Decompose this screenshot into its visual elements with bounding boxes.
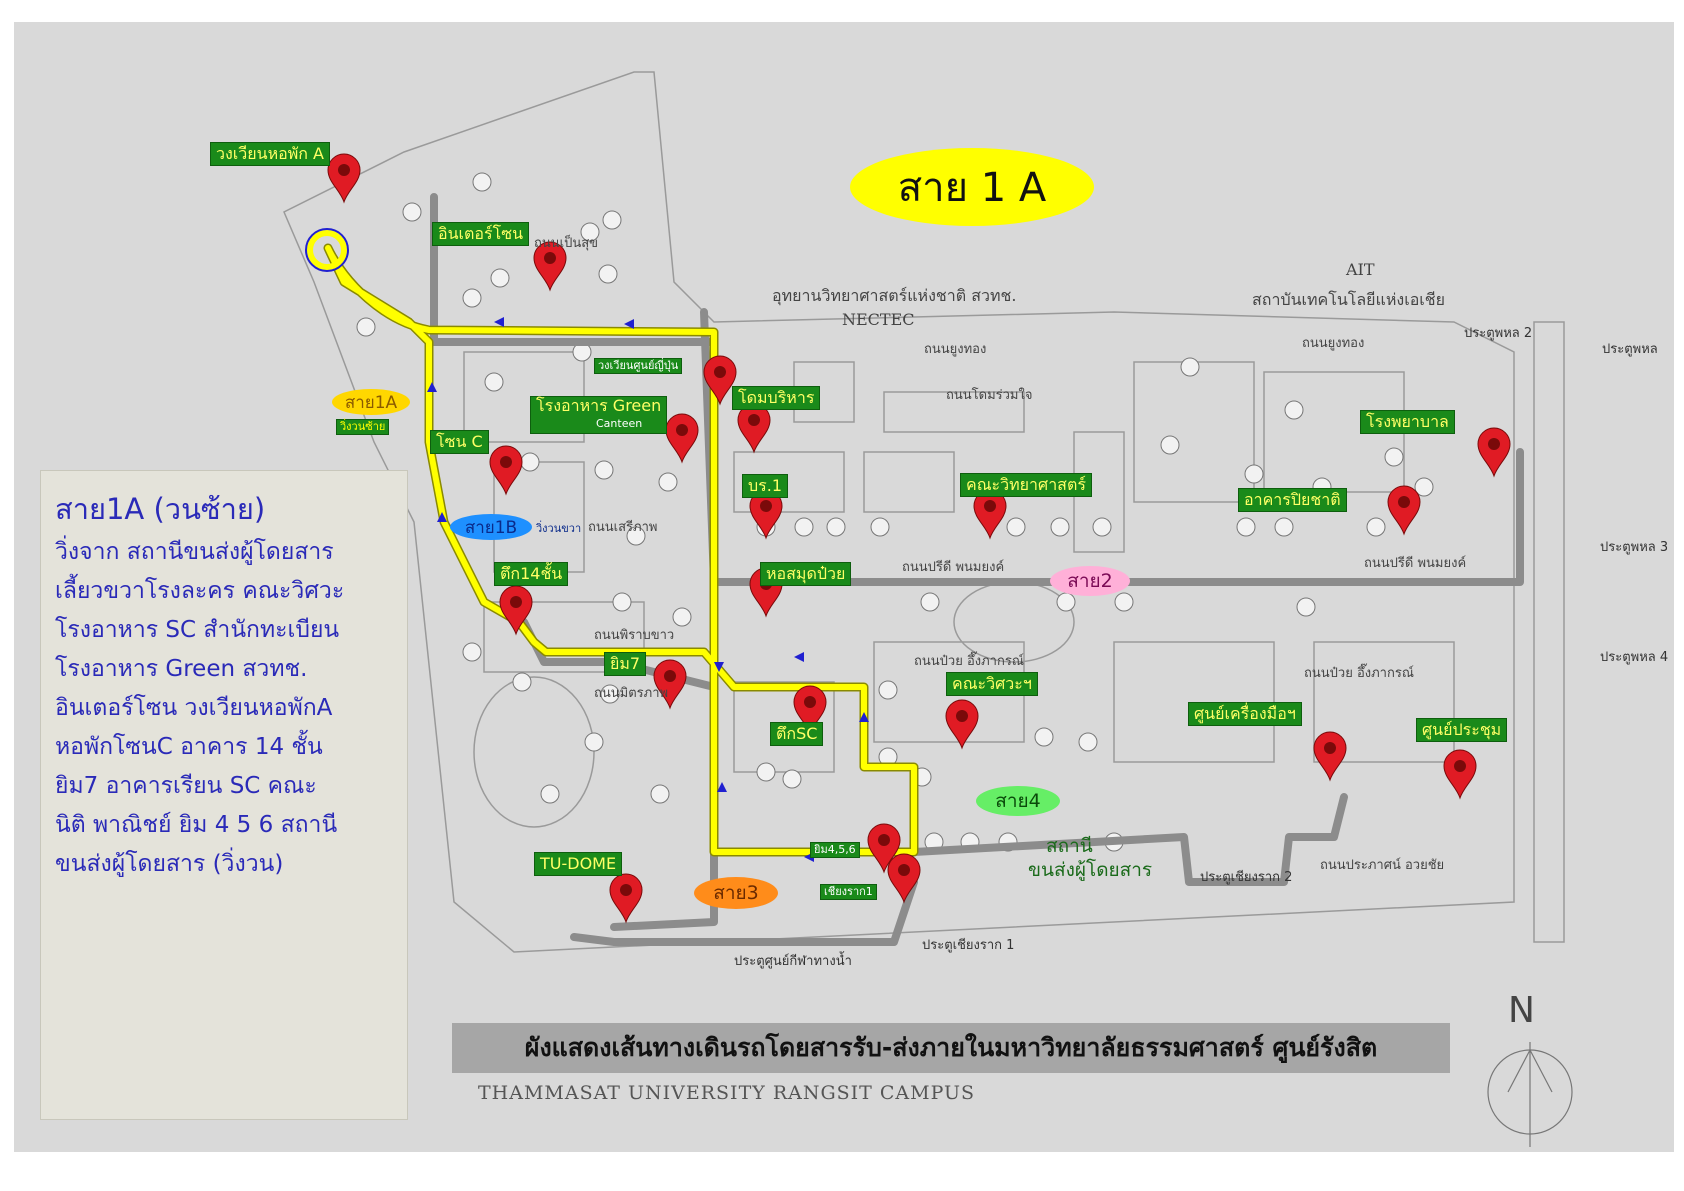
road-mittraphap: ถนนมิตรภาพ — [594, 686, 669, 701]
road-praphat: ถนนประภาศน์ อวยชัย — [1320, 858, 1445, 873]
road-seriphap: ถนนเสรีภาพ — [588, 520, 658, 535]
gate-phahon-4: ประตูพหล 4 — [1600, 650, 1669, 665]
route-1a-line — [305, 228, 919, 857]
stop-label-dome[interactable]: โดมบริหาร — [732, 386, 821, 410]
route-1b-label[interactable]: สาย1B — [450, 514, 532, 540]
gate-aquatic-center: ประตูศูนย์กีฬาทางน้ำ — [734, 954, 852, 969]
compass-rose — [1487, 1042, 1573, 1147]
map-banner-title: ผังแสดงเส้นทางเดินรถโดยสารรับ-ส่งภายในมห… — [452, 1023, 1450, 1073]
gate-chiangrak-2: ประตูเชียงราก 2 — [1200, 870, 1293, 885]
stop-label-puey-library[interactable]: หอสมุดป๋วย — [760, 562, 852, 586]
route-description-body: วิ่งจาก สถานีขนส่งผู้โดยสาร เลี้ยวขวาโรง… — [55, 533, 393, 884]
stop-label-japan-circle[interactable]: วงเวียนศูนย์ญี่ปุ่น — [594, 358, 683, 374]
stop-label-science[interactable]: คณะวิทยาศาสตร์ — [960, 473, 1092, 497]
stop-label-interzone[interactable]: อินเตอร์โซน — [432, 222, 529, 246]
stop-label-engineering[interactable]: คณะวิศวะฯ — [946, 672, 1038, 696]
station-label-line2: ขนส่งผู้โดยสาร — [1028, 859, 1153, 881]
road-piraabkhao: ถนนพิราบขาว — [594, 628, 675, 643]
stop-label-green-canteen-text: โรงอาหาร Green — [536, 396, 662, 415]
gate-chiangrak-1: ประตูเชียงราก 1 — [922, 938, 1015, 953]
stop-label-dorm-a-circle[interactable]: วงเวียนหอพัก A — [210, 142, 330, 166]
stop-label-green-canteen-sub: Canteen — [596, 417, 643, 430]
route-description-panel: สาย1A (วนซ้าย) วิ่งจาก สถานีขนส่งผู้โดยส… — [40, 470, 408, 1120]
stop-label-chiang-rak1[interactable]: เชียงราก1 — [820, 884, 877, 900]
stop-label-green-canteen[interactable]: โรงอาหาร Green Canteen — [530, 396, 668, 434]
route-description-line: ยิม7 อาคารเรียน SC คณะ — [55, 773, 317, 799]
route-4-label[interactable]: สาย4 — [976, 786, 1060, 816]
station-label: สถานี ขนส่งผู้โดยสาร — [1028, 834, 1152, 882]
road-domruamjai: ถนนโดมร่วมใจ — [946, 388, 1033, 403]
stop-label-zone-c[interactable]: โซน C — [430, 430, 489, 454]
stop-label-hospital[interactable]: โรงพยาบาล — [1360, 410, 1455, 434]
road-pensuk: ถนนเป็นสุข — [534, 236, 599, 251]
route-description-line: โรงอาหาร Green สวทช. — [55, 656, 308, 682]
route-description-line: วิ่งจาก สถานีขนส่งผู้โดยสาร — [55, 539, 334, 565]
route-description-line: อินเตอร์โซน วงเวียนหอพักA — [55, 695, 333, 721]
route-1a-note: วิ่งวนซ้าย — [336, 419, 390, 435]
science-park-label: อุทยานวิทยาศาสตร์แห่งชาติ สวทช. — [772, 286, 1017, 305]
ait-thai-label: สถาบันเทคโนโลยีแห่งเอเชีย — [1252, 290, 1446, 309]
gate-phahon: ประตูพหล — [1602, 342, 1658, 357]
campus-map: สาย 1 A สาย1A วิ่งวนซ้าย สาย1B วิ่งวนขวา… — [14, 22, 1674, 1152]
stop-label-14-floor[interactable]: ตึก14ชั้น — [494, 562, 569, 586]
route-description-line: โรงอาหาร SC สำนักทะเบียน — [55, 617, 340, 643]
stop-label-convention[interactable]: ศูนย์ประชุม — [1416, 718, 1508, 742]
road-pridi-1: ถนนปรีดี พนมยงค์ — [902, 560, 1005, 575]
nectec-label: NECTEC — [842, 310, 915, 329]
stop-label-piyachart[interactable]: อาคารปิยชาติ — [1238, 488, 1347, 512]
route-description-line: ขนส่งผู้โดยสาร (วิ่งวน) — [55, 851, 284, 877]
route-1a-text: สาย1A — [344, 392, 398, 413]
stop-label-tu-dome[interactable]: TU-DOME — [534, 852, 623, 876]
route-title: สาย 1 A — [897, 165, 1047, 211]
route-3-text: สาย3 — [713, 882, 759, 904]
road-pridi-2: ถนนปรีดี พนมยงค์ — [1364, 556, 1467, 571]
stop-label-instrument-center[interactable]: ศูนย์เครื่องมือฯ — [1188, 702, 1302, 726]
road-puey-2: ถนนป๋วย อึ๊งภากรณ์ — [1304, 666, 1414, 681]
route-description-line: หอพักโซนC อาคาร 14 ชั้น — [55, 734, 323, 760]
route-description-title: สาย1A (วนซ้าย) — [55, 492, 266, 526]
stop-label-gym7[interactable]: ยิม7 — [604, 652, 647, 676]
road-yoongthong-2: ถนนยูงทอง — [1302, 336, 1365, 351]
stop-label-gym456[interactable]: ยิม4,5,6 — [810, 842, 860, 858]
stop-label-sc-building[interactable]: ตึกSC — [770, 722, 824, 746]
route-3-label[interactable]: สาย3 — [694, 877, 778, 909]
route-description-line: นิติ พาณิชย์ ยิม 4 5 6 สถานี — [55, 812, 338, 838]
route-2-label[interactable]: สาย2 — [1050, 566, 1130, 596]
route-4-text: สาย4 — [995, 790, 1041, 812]
route-2-text: สาย2 — [1067, 570, 1113, 592]
route-description-line: เลี้ยวขวาโรงละคร คณะวิศวะ — [55, 578, 345, 604]
ait-label: AIT — [1346, 260, 1375, 279]
gate-phahon-2: ประตูพหล 2 — [1464, 326, 1533, 341]
gate-phahon-3: ประตูพหล 3 — [1600, 540, 1669, 555]
compass-north-label: N — [1508, 990, 1535, 1031]
station-label-line1: สถานี — [1046, 835, 1093, 857]
route-1b-note: วิ่งวนขวา — [536, 522, 582, 535]
route-title-badge: สาย 1 A — [850, 148, 1094, 226]
map-subtitle: THAMMASAT UNIVERSITY RANGSIT CAMPUS — [478, 1082, 976, 1104]
route-1b-text: สาย1B — [464, 517, 518, 538]
road-puey-1: ถนนป๋วย อึ๊งภากรณ์ — [914, 654, 1024, 669]
stop-label-bor1[interactable]: บร.1 — [742, 474, 789, 498]
road-yoongthong-1: ถนนยูงทอง — [924, 342, 987, 357]
route-1a-label[interactable]: สาย1A — [332, 389, 410, 415]
